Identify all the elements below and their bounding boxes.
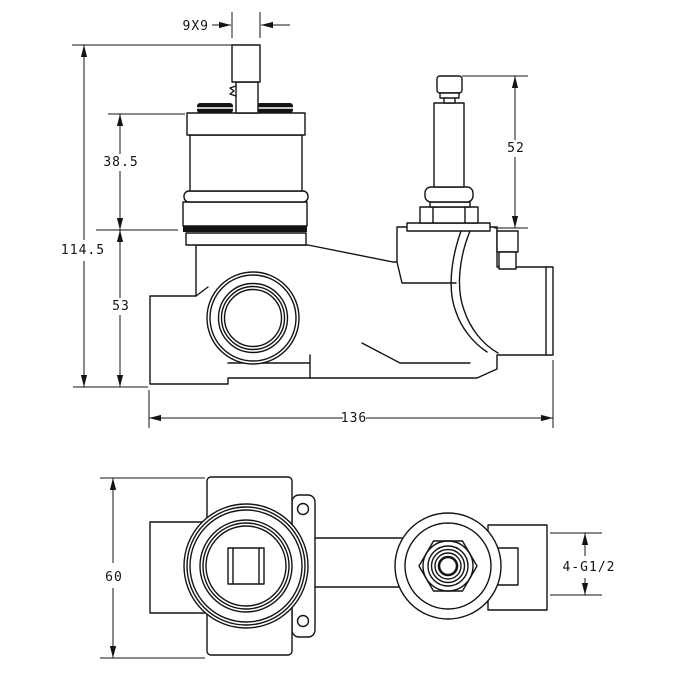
- dim-body-depth-label: 60: [105, 570, 123, 585]
- plan-port-ring-4: [199, 519, 293, 613]
- dim-ports-thread-label: 4-G1/2: [563, 560, 616, 575]
- diverter-knob-lip: [439, 92, 460, 99]
- plan-screw-hole-bottom: [296, 614, 310, 628]
- dim-stem-square-label: 9X9: [183, 19, 209, 34]
- plan-port-ring-3: [189, 509, 303, 623]
- diverter-hex-nut: [419, 206, 479, 224]
- front-extension-lines: [72, 44, 554, 428]
- plan-extension-lines: [100, 477, 602, 659]
- plan-cartridge-port: [183, 503, 309, 629]
- port-ring-3: [217, 282, 289, 354]
- plan-diverter-bore: [437, 555, 459, 577]
- cartridge-bottom-flange: [185, 232, 307, 246]
- plan-port-ring-5: [202, 522, 290, 610]
- dimension-cartridge-height: 38.5: [103, 113, 138, 231]
- cartridge: [182, 44, 309, 246]
- dimension-stem-square: 9X9: [183, 12, 290, 38]
- body-detail-lines: [195, 261, 547, 379]
- diverter-hex-facets: [432, 206, 466, 224]
- top-outlet-boss-upper: [496, 230, 519, 253]
- cartridge-main-body: [189, 134, 303, 192]
- dimension-diverter-stem-height: 52: [507, 75, 525, 229]
- cartridge-top-flange: [186, 112, 306, 136]
- cartridge-seal-band: [183, 226, 307, 232]
- dim-diverter-stem-label: 52: [507, 141, 525, 156]
- outlet-port: [206, 271, 300, 365]
- port-ring-outer: [206, 271, 300, 365]
- cartridge-collar-ring: [183, 190, 309, 203]
- diverter-base-plate: [406, 222, 491, 232]
- plan-square-drive: [227, 547, 265, 585]
- diverter-shaft: [433, 102, 465, 188]
- plan-diverter-thread-1: [427, 545, 469, 587]
- plan-diverter-thread-3: [434, 552, 462, 580]
- diverter-stem: [406, 75, 491, 232]
- dimension-body-depth: 60: [105, 477, 123, 659]
- diverter-knob: [436, 75, 463, 94]
- plan-view: 60 4-G1/2: [100, 476, 616, 659]
- port-ring-4: [220, 285, 286, 351]
- port-ring-2: [209, 274, 297, 362]
- cartridge-lower-body: [182, 201, 308, 227]
- diverter-chamber-curve-outer: [458, 230, 499, 354]
- front-view: 114.5 38.5 53 52 136: [61, 12, 554, 428]
- dim-center-to-base-label: 53: [112, 299, 130, 314]
- cartridge-stem-upper: [231, 44, 261, 83]
- dim-cartridge-height-label: 38.5: [103, 155, 138, 170]
- plan-diverter-ring-inner: [404, 522, 492, 610]
- cartridge-stem-lower: [235, 81, 259, 114]
- dimension-overall-width: 136: [148, 411, 554, 426]
- diverter-spacer: [429, 201, 471, 208]
- port-bore: [223, 288, 283, 348]
- dim-total-height-label: 114.5: [61, 243, 105, 258]
- dimension-total-height: 114.5: [61, 44, 105, 388]
- diverter-collar: [424, 186, 474, 203]
- dimension-center-to-base: 53: [112, 229, 130, 388]
- dimension-ports-thread: 4-G1/2: [563, 532, 616, 596]
- plan-port-ring-6: [205, 525, 287, 607]
- stem-clip-notch: [229, 85, 237, 97]
- plan-diverter-hex-nut: [418, 540, 478, 592]
- plan-port-ring-2: [186, 506, 306, 626]
- dim-overall-width-label: 136: [341, 411, 367, 426]
- plan-square-drive-walls: [232, 547, 260, 585]
- diverter-chamber-curve-inner: [450, 230, 488, 353]
- plan-diverter-thread-2: [430, 548, 466, 584]
- plan-diverter-chamfer: [422, 540, 474, 592]
- top-outlet-boss-lower: [498, 251, 517, 270]
- plan-diverter: [394, 512, 502, 620]
- plan-screw-hole-top: [296, 502, 310, 516]
